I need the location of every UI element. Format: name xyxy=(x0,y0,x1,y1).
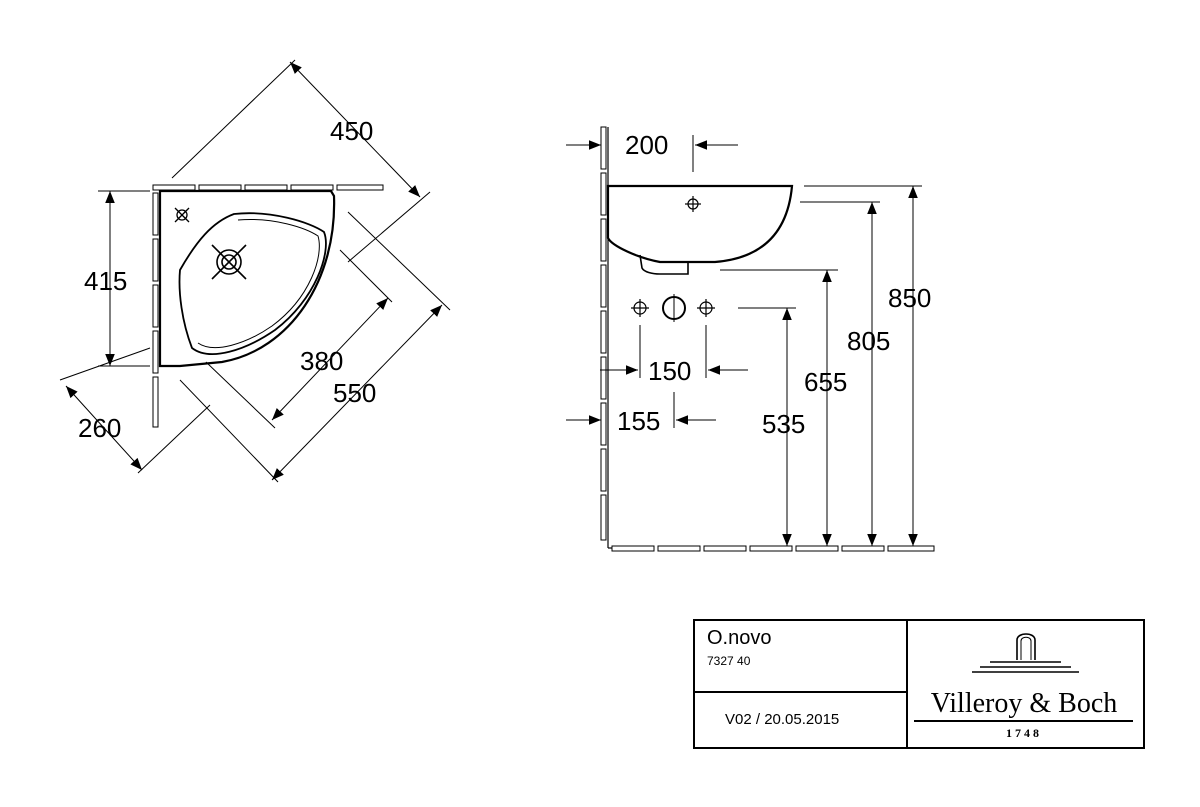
basin-side-profile xyxy=(606,184,794,264)
dim-label-805: 805 xyxy=(847,326,890,356)
version-label: V02 / 20.05.2015 xyxy=(725,711,840,728)
dim-label-260: 260 xyxy=(78,413,121,443)
waste-pipe-icon xyxy=(662,294,686,322)
dim-label-380: 380 xyxy=(300,346,343,376)
top-view xyxy=(59,59,451,483)
dim-label-155: 155 xyxy=(617,406,660,436)
brand-name: Villeroy & Boch xyxy=(930,688,1118,719)
dim-label-535: 535 xyxy=(762,409,805,439)
side-view xyxy=(566,126,935,552)
side-tap-hole-icon xyxy=(685,196,701,212)
dim-line-260 xyxy=(65,385,143,471)
side-view-wall-tiles xyxy=(600,126,935,552)
drain-icon xyxy=(211,244,247,280)
dim-label-200: 200 xyxy=(625,130,668,160)
dim-label-450: 450 xyxy=(330,116,373,146)
brand-logo-icon xyxy=(972,633,1079,673)
dim-label-850: 850 xyxy=(888,283,931,313)
dim-line-550 xyxy=(271,304,443,481)
fixing-hole-right-icon xyxy=(697,299,715,317)
dim-label-415: 415 xyxy=(84,266,127,296)
waste-outlet xyxy=(639,254,689,275)
brand-year: 1748 xyxy=(1006,726,1042,740)
dim-line-450 xyxy=(289,61,421,198)
dim-label-655: 655 xyxy=(804,367,847,397)
product-name: O.novo xyxy=(707,627,772,649)
title-block xyxy=(693,619,1145,749)
bowl-outline xyxy=(178,212,327,355)
dim-label-550: 550 xyxy=(333,378,376,408)
article-number: 7327 40 xyxy=(707,654,751,668)
bowl-inner-edge xyxy=(197,219,320,349)
tap-hole-icon xyxy=(174,207,190,223)
dim-label-150: 150 xyxy=(648,356,691,386)
fixing-hole-left-icon xyxy=(631,299,649,317)
